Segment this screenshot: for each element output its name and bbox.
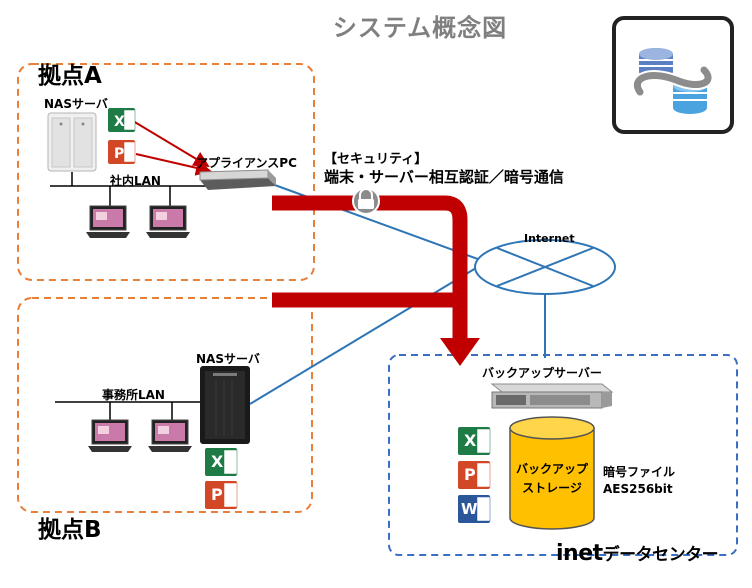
nas-server-a-icon <box>47 112 97 172</box>
excel-icon-b: X <box>205 448 238 476</box>
site-b-box <box>17 297 313 513</box>
site-b-lan-label: 事務所LAN <box>102 388 165 402</box>
site-b-lan <box>55 401 212 420</box>
svg-text:X: X <box>114 114 125 130</box>
backup-storage-line1: バックアップ <box>515 462 588 476</box>
site-b-label: 拠点B <box>38 517 102 543</box>
encrypted-file-line2: AES256bit <box>603 482 673 496</box>
page-title: システム概念図 <box>332 14 508 42</box>
file-transfer-arrows <box>132 120 212 176</box>
datacenter-brand: inet <box>556 541 603 566</box>
encrypted-file-label: 暗号ファイル AES256bit <box>603 464 675 498</box>
svg-text:X: X <box>464 431 477 450</box>
laptop-b1-icon <box>88 419 132 452</box>
encrypted-file-line1: 暗号ファイル <box>603 465 676 479</box>
nas-server-b-icon <box>200 366 250 444</box>
laptop-a2-icon <box>146 205 190 238</box>
site-b-nas-label: NASサーバ <box>196 352 260 366</box>
laptop-b2-icon <box>148 419 192 452</box>
appliance-pc-icon <box>199 169 276 190</box>
database-sync-logo <box>612 16 734 134</box>
site-a-lan-label: 社内LAN <box>110 174 161 188</box>
security-description: 端末・サーバー相互認証／暗号通信 <box>324 168 564 186</box>
backup-server-icon <box>490 383 614 409</box>
powerpoint-icon-a: P <box>108 140 136 164</box>
svg-text:P: P <box>211 485 223 504</box>
laptop-a1-icon <box>86 205 130 238</box>
lock-icon <box>352 187 380 215</box>
backup-route-arrow <box>272 195 468 340</box>
arrow-head <box>440 338 480 366</box>
datacenter-title: データセンター <box>602 545 719 565</box>
svg-text:P: P <box>114 146 124 162</box>
excel-icon-dc: X <box>458 427 491 455</box>
security-title: 【セキュリティ】 <box>324 152 428 167</box>
backup-storage-line2: ストレージ <box>522 481 582 495</box>
appliance-pc-label: アプライアンスPC <box>196 156 297 170</box>
svg-text:X: X <box>211 452 224 471</box>
backup-storage-cylinder <box>509 416 595 530</box>
site-a-box <box>17 63 315 281</box>
backup-server-label: バックアップサーバー <box>482 366 602 380</box>
backup-storage-label: バックアップ ストレージ <box>512 460 592 498</box>
excel-icon-a: X <box>108 108 136 132</box>
powerpoint-icon-dc: P <box>458 461 491 489</box>
svg-text:W: W <box>461 500 478 518</box>
powerpoint-icon-b: P <box>205 481 238 509</box>
datacenter-name: inetデータセンター <box>556 540 719 566</box>
site-a-nas-label: NASサーバ <box>44 97 108 111</box>
internet-label: Internet <box>524 232 575 245</box>
internet-cloud <box>474 239 616 295</box>
datacenter-box <box>388 354 738 556</box>
word-icon-dc: W <box>458 495 491 523</box>
svg-text:P: P <box>464 465 476 484</box>
site-a-label: 拠点A <box>38 63 102 89</box>
